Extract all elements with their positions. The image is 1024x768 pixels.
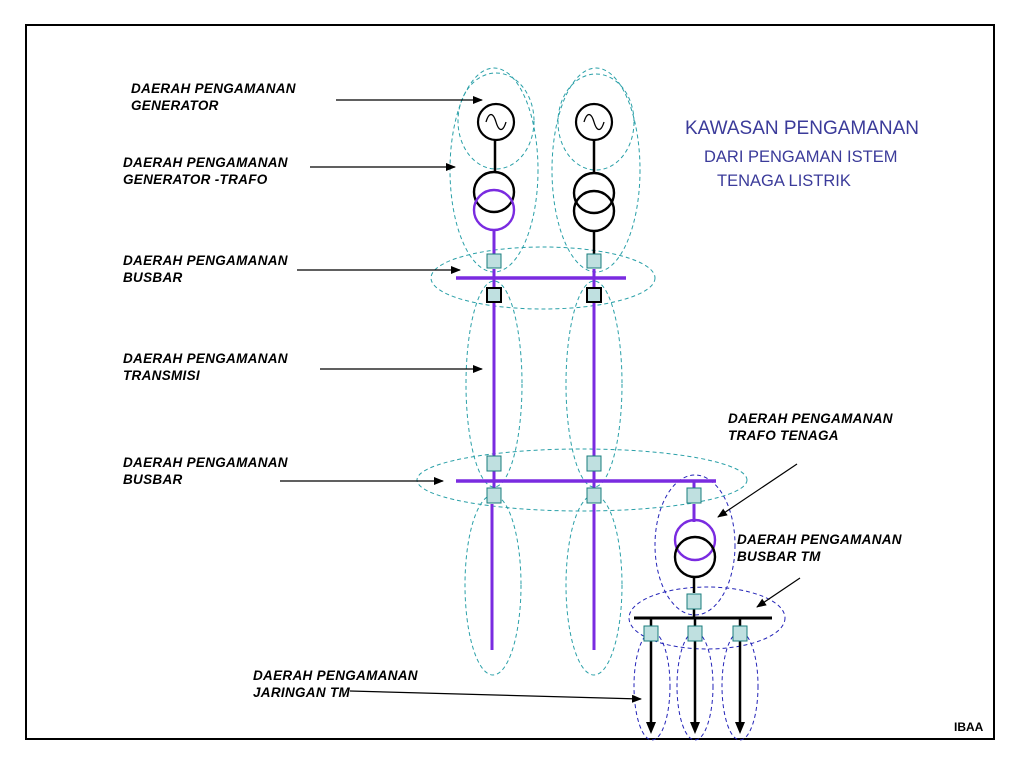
zone-generator-1	[457, 72, 535, 170]
pointer-busbar-tm	[756, 577, 801, 608]
zone-busbar-tm	[628, 586, 786, 650]
feeder-arrow-2	[690, 722, 700, 734]
breaker	[586, 253, 602, 269]
zone-busbar-2	[416, 448, 748, 512]
label-busbar-tm: DAERAH PENGAMANAN BUSBAR TM	[737, 532, 902, 564]
gen-transformer-1	[472, 170, 516, 232]
label-generator-trafo: DAERAH PENGAMANAN GENERATOR -TRAFO	[123, 155, 288, 187]
generator-symbol-2	[574, 102, 614, 142]
pointer-trafo-tenaga	[717, 463, 798, 518]
feeder-arrow-1	[646, 722, 656, 734]
breaker	[486, 487, 502, 504]
zone-feeder-2	[676, 631, 714, 741]
zone-feeder-3	[721, 631, 759, 741]
breaker	[486, 455, 502, 472]
breaker	[686, 593, 702, 610]
breaker	[586, 455, 602, 472]
zone-feeder-1	[633, 631, 671, 741]
label-transmisi: DAERAH PENGAMANAN TRANSMISI	[123, 351, 288, 383]
diagram-title: KAWASAN PENGAMANAN	[685, 118, 920, 139]
breaker	[486, 287, 502, 303]
diagram-subtitle-2: TENAGA LISTRIK	[717, 172, 851, 190]
gen-transformer-2	[572, 171, 616, 233]
generator-symbol-1	[476, 102, 516, 142]
breaker	[732, 625, 748, 642]
label-busbar-2: DAERAH PENGAMANAN BUSBAR	[123, 455, 288, 487]
label-trafo-tenaga: DAERAH PENGAMANAN TRAFO TENAGA	[728, 411, 893, 443]
power-transformer	[673, 518, 717, 579]
slide-frame	[25, 24, 995, 740]
zone-transmisi-2	[565, 280, 623, 488]
zone-gen-trafo-2	[551, 67, 641, 273]
label-generator: DAERAH PENGAMANAN GENERATOR	[131, 81, 296, 113]
zone-busbar-1	[430, 246, 656, 310]
zone-transmisi-1	[465, 280, 523, 488]
credit-text: IBAA	[954, 720, 984, 734]
zone-generator-2	[557, 73, 635, 171]
label-busbar-1: DAERAH PENGAMANAN BUSBAR	[123, 253, 288, 285]
label-jaringan-tm: DAERAH PENGAMANAN JARINGAN TM	[253, 668, 418, 700]
diagram-subtitle-1: DARI PENGAMAN ISTEM	[704, 148, 898, 166]
pointer-jaringan-tm	[349, 690, 642, 703]
feeder-arrow-3	[735, 722, 745, 734]
breaker	[687, 625, 703, 642]
breaker	[586, 287, 602, 303]
breaker	[643, 625, 659, 642]
breaker	[686, 487, 702, 504]
breaker	[486, 253, 502, 269]
breaker	[586, 487, 602, 504]
